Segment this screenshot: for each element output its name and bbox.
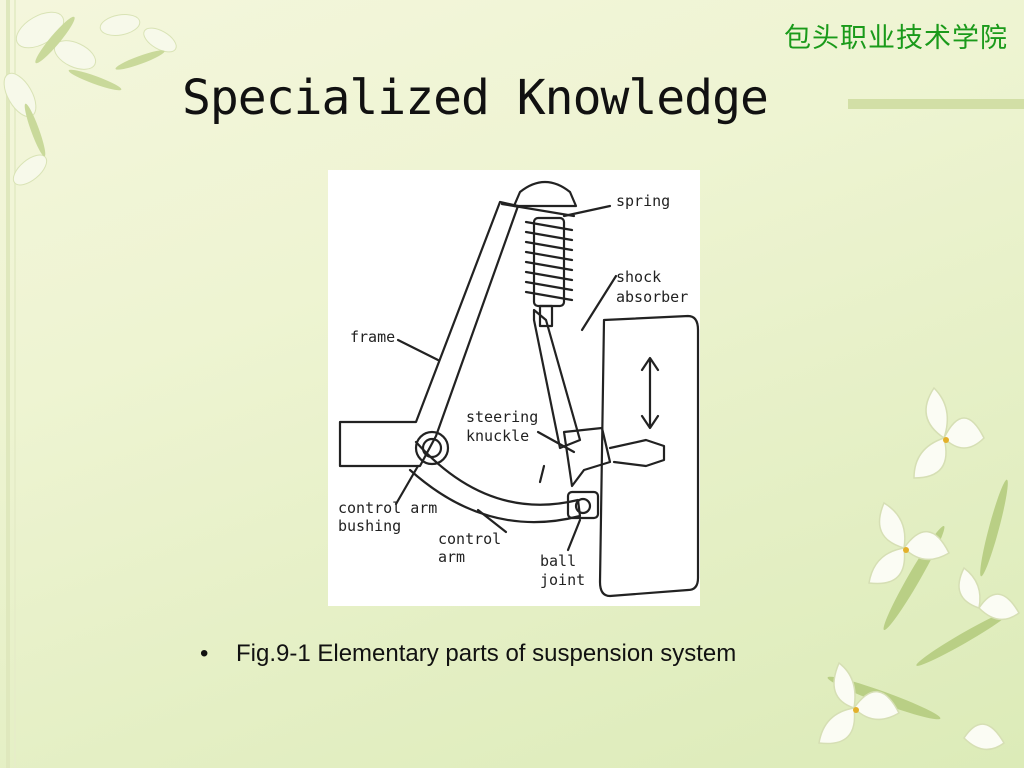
label-ball-line2: joint xyxy=(540,571,585,589)
label-arm-line1: control xyxy=(438,530,501,548)
control-arm-shape xyxy=(408,440,582,524)
label-shock-line2: absorber xyxy=(616,288,688,306)
steering-knuckle-shape xyxy=(562,426,612,488)
shock-absorber-strut xyxy=(532,308,582,450)
label-bushing-line1: control arm xyxy=(338,499,437,517)
slide-title: Specialized Knowledge xyxy=(182,70,769,126)
wheel-shape xyxy=(598,314,700,598)
suspension-diagram: spring shock absorber frame steering knu… xyxy=(328,170,700,606)
label-frame: frame xyxy=(350,328,395,346)
ball-joint-shape xyxy=(566,490,600,520)
frame-shape xyxy=(338,200,520,468)
label-ball-line1: ball xyxy=(540,552,576,570)
control-arm-bushing-shape xyxy=(414,430,450,466)
caption-text: Fig.9-1 Elementary parts of suspension s… xyxy=(236,640,737,667)
suspension-drawing: spring shock absorber frame steering knu… xyxy=(338,180,700,598)
figure-caption: • Fig.9-1 Elementary parts of suspension … xyxy=(200,640,736,668)
spring-coil xyxy=(524,220,574,302)
bullet-marker: • xyxy=(200,640,209,667)
label-spring: spring xyxy=(616,192,670,210)
lily-decoration-right xyxy=(818,386,1020,751)
title-rule xyxy=(848,99,1024,109)
label-steering-line1: steering xyxy=(466,408,538,426)
label-shock-line1: shock xyxy=(616,268,661,286)
floral-decoration-left xyxy=(3,0,177,768)
label-bushing-line2: bushing xyxy=(338,517,401,535)
label-steering-line2: knuckle xyxy=(466,427,529,445)
institution-name: 包头职业技术学院 xyxy=(784,23,1008,54)
label-arm-line2: arm xyxy=(438,548,465,566)
